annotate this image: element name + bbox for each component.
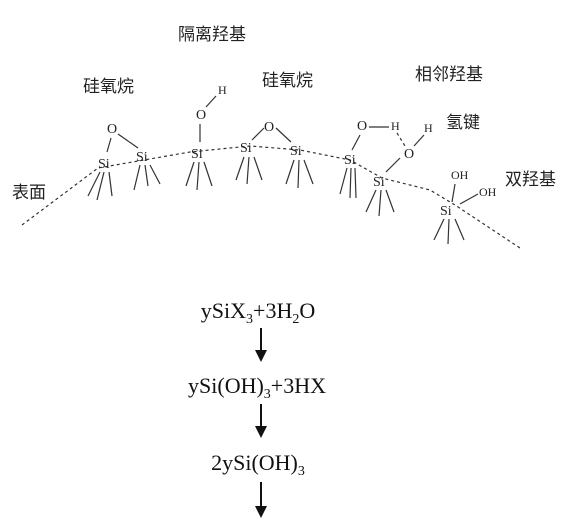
leg-si2-c [149,164,161,185]
leg-si1-a [87,171,101,197]
leg-si3-a [185,161,195,187]
si-atom-4: Si [240,141,252,156]
si-atom-5: Si [290,144,302,159]
leg-si6-c [354,167,357,199]
leg-si4-b [246,156,250,185]
leg-si6-a [339,167,348,195]
h-atom-1: H [218,83,227,97]
si-atom-6: Si [344,153,356,168]
leg-si6-b [349,167,352,199]
leg-si8-a [433,218,445,241]
h-atom-2: H [391,119,400,133]
arrowhead-1 [255,350,267,362]
si-atom-7: Si [373,175,385,190]
bond-si6-o4 [351,134,361,151]
label-hydrogen-bond: 氢键 [446,113,480,133]
leg-si7-c [385,189,395,213]
si-atom-8: Si [440,204,452,219]
equation-2: ySi(OH)3+3HX [188,373,326,402]
arrowhead-3 [255,506,267,518]
o-atom-1: O [107,122,117,137]
leg-si7-a [365,189,377,213]
equation-3: 2ySi(OH)3 [211,450,305,479]
leg-si2-a [133,164,141,191]
si-atom-2: Si [136,150,148,165]
oh-group-1: OH [451,168,469,182]
bond-o1-si2 [117,133,139,149]
leg-si5-a [285,159,295,185]
hydrogen-bond-line [396,132,406,147]
leg-si4-a [235,156,245,181]
bond-o1-si1 [106,137,112,153]
leg-si1-c [108,171,113,197]
bond-si4-o3 [251,127,265,141]
leg-si2-b [144,164,149,187]
label-geminal-hydroxyl: 双羟基 [505,170,556,190]
leg-si4-c [253,156,263,181]
leg-si7-b [378,189,382,217]
label-isolated-hydroxyl: 隔离羟基 [178,25,246,45]
bond-o3-si5 [275,127,292,143]
si-atom-1: Si [98,157,110,172]
leg-si8-b [447,218,450,245]
oh-group-2: OH [479,185,497,199]
equation-1: ySiX3+3H2O [201,298,315,327]
label-siloxane-left: 硅氧烷 [83,77,134,97]
leg-si3-b [196,161,200,191]
bond-o2-h1 [205,95,217,108]
label-adjacent-hydroxyl: 相邻羟基 [415,65,483,85]
h-atom-3: H [424,121,433,135]
bond-o5-h3 [413,134,425,147]
si-atom-3: Si [191,147,203,162]
bond-o5-si7 [385,157,401,173]
arrowhead-2 [255,426,267,438]
bond-si8-oh2 [459,193,479,205]
o-atom-3: O [264,120,274,135]
leg-si1-b [96,171,105,201]
label-surface: 表面 [12,183,46,203]
bond-si8-oh1 [451,183,456,203]
o-atom-4: O [357,119,367,134]
leg-si3-c [203,161,213,187]
surface-line [21,145,521,249]
label-siloxane-mid: 硅氧烷 [262,71,313,91]
leg-si8-c [454,218,465,241]
o-atom-2: O [196,108,206,123]
leg-si5-c [303,159,314,185]
leg-si5-b [297,159,300,189]
o-atom-5: O [404,147,414,162]
